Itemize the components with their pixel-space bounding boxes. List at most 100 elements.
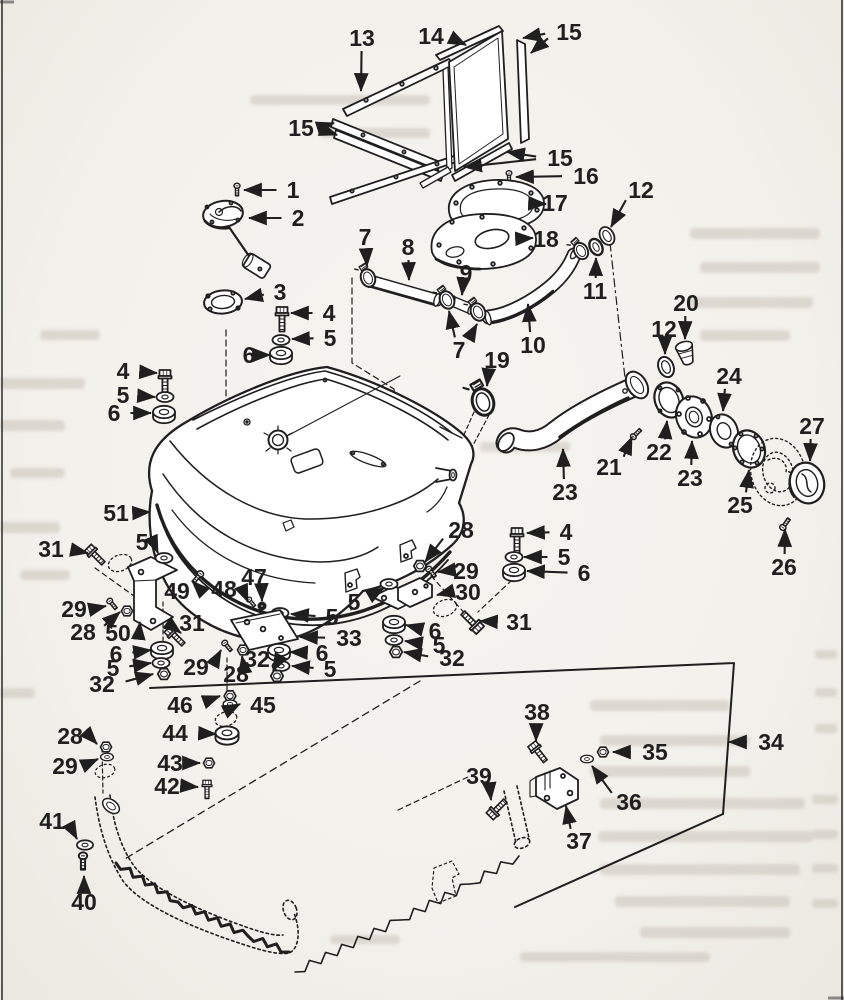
- callout-label-49: 49: [164, 578, 190, 604]
- callout-13: 13: [349, 25, 375, 93]
- jagged-edge: [399, 883, 471, 921]
- callout-49: 49: [164, 578, 210, 604]
- callout-6: 6: [110, 641, 153, 667]
- leader-arrow: [191, 580, 210, 599]
- leader-arrow: [290, 660, 314, 675]
- leader-arrow: [289, 608, 316, 623]
- callout-label-5: 5: [348, 589, 361, 615]
- callout-label-5: 5: [433, 632, 446, 658]
- jagged-edge: [176, 900, 250, 938]
- callout-label-23: 23: [552, 479, 578, 505]
- callout-27: 27: [799, 413, 825, 463]
- callout-5: 5: [403, 632, 446, 658]
- callout-label-41: 41: [39, 808, 65, 834]
- callout-10: 10: [520, 302, 546, 358]
- leader-arrow: [481, 367, 497, 388]
- leader-arrow: [243, 287, 265, 303]
- callout-label-31: 31: [179, 610, 205, 636]
- callout-3: 3: [243, 279, 286, 305]
- callout-29: 29: [183, 649, 222, 680]
- callout-9: 9: [456, 260, 473, 297]
- callout-label-18: 18: [533, 226, 559, 252]
- callout-label-6: 6: [316, 640, 329, 666]
- callout-label-9: 9: [460, 260, 473, 286]
- leader-arrow: [78, 758, 99, 774]
- callout-label-15: 15: [547, 145, 573, 171]
- leader-arrow: [234, 582, 249, 603]
- tank-mounting-hardware: [82, 306, 526, 683]
- fuel-sender-unit: [202, 182, 272, 315]
- callout-5: 5: [290, 656, 337, 682]
- leader-arrow: [436, 562, 457, 577]
- callout-24: 24: [716, 363, 742, 413]
- callout-label-1: 1: [287, 177, 300, 203]
- callout-label-35: 35: [642, 739, 668, 765]
- filler-gasket-and-plate: [430, 179, 545, 271]
- leader-arrow: [618, 436, 633, 458]
- callout-36: 36: [591, 765, 642, 815]
- callout-18: 18: [514, 226, 559, 252]
- leader-arrow: [435, 583, 457, 598]
- callout-label-44: 44: [162, 720, 188, 746]
- leader-arrow: [132, 645, 153, 660]
- drawing: [76, 25, 826, 973]
- callout-29: 29: [436, 558, 479, 584]
- callout-label-15: 15: [288, 115, 314, 141]
- leader-arrow: [125, 671, 155, 686]
- callout-5: 5: [289, 604, 339, 630]
- callout-label-2: 2: [292, 205, 305, 231]
- leader-arrow: [364, 587, 385, 604]
- callout-label-23: 23: [677, 465, 703, 491]
- callout-6: 6: [525, 560, 591, 586]
- callout-12: 12: [651, 316, 677, 356]
- callout-6: 6: [404, 618, 441, 644]
- screw-1: [233, 182, 241, 197]
- callout-label-51: 51: [103, 500, 129, 526]
- leader-arrow: [220, 703, 241, 719]
- torn-edge-and-shading: [114, 855, 520, 973]
- leader-arrow: [69, 542, 90, 557]
- callout-31: 31: [162, 610, 205, 636]
- leader-arrow: [179, 778, 200, 793]
- leader-arrow: [525, 525, 550, 540]
- callout-label-28: 28: [448, 517, 474, 543]
- leader-arrow: [197, 725, 218, 741]
- callout-19: 19: [481, 347, 510, 388]
- callout-label-7: 7: [453, 337, 466, 363]
- callout-6: 6: [108, 400, 153, 426]
- callout-label-25: 25: [727, 492, 753, 518]
- leader-arrow: [610, 199, 627, 228]
- callout-label-45: 45: [250, 692, 276, 718]
- leader-arrow: [521, 27, 546, 42]
- callout-28: 28: [424, 517, 474, 563]
- callout-45: 45: [220, 692, 276, 719]
- callout-label-5: 5: [117, 382, 130, 408]
- callout-29: 29: [52, 753, 99, 779]
- leader-arrow: [290, 331, 314, 346]
- callout-14: 14: [418, 23, 467, 49]
- callout-label-5: 5: [107, 655, 120, 681]
- callout-5: 5: [107, 655, 153, 681]
- callout-label-47: 47: [241, 564, 267, 590]
- callout-label-5: 5: [326, 604, 339, 630]
- callout-23: 23: [552, 447, 578, 505]
- callout-16: 16: [514, 163, 599, 189]
- callout-label-29: 29: [183, 654, 209, 680]
- vent-hoses: [352, 223, 619, 326]
- callout-label-20: 20: [673, 290, 699, 316]
- callout-28: 28: [70, 611, 121, 645]
- callout-28: 28: [223, 654, 253, 687]
- leader-arrow: [200, 695, 221, 710]
- leader-arrow: [461, 323, 478, 344]
- callout-label-6: 6: [578, 560, 591, 586]
- jagged-edge: [294, 919, 401, 973]
- callout-label-12: 12: [651, 316, 677, 342]
- callout-35: 35: [611, 739, 668, 765]
- tank-spout: [448, 468, 458, 482]
- callout-6: 6: [288, 640, 329, 666]
- callout-label-11: 11: [583, 278, 608, 304]
- callout-41: 41: [39, 808, 78, 840]
- callout-48: 48: [211, 576, 249, 603]
- shield-frame-assembly: [329, 25, 530, 205]
